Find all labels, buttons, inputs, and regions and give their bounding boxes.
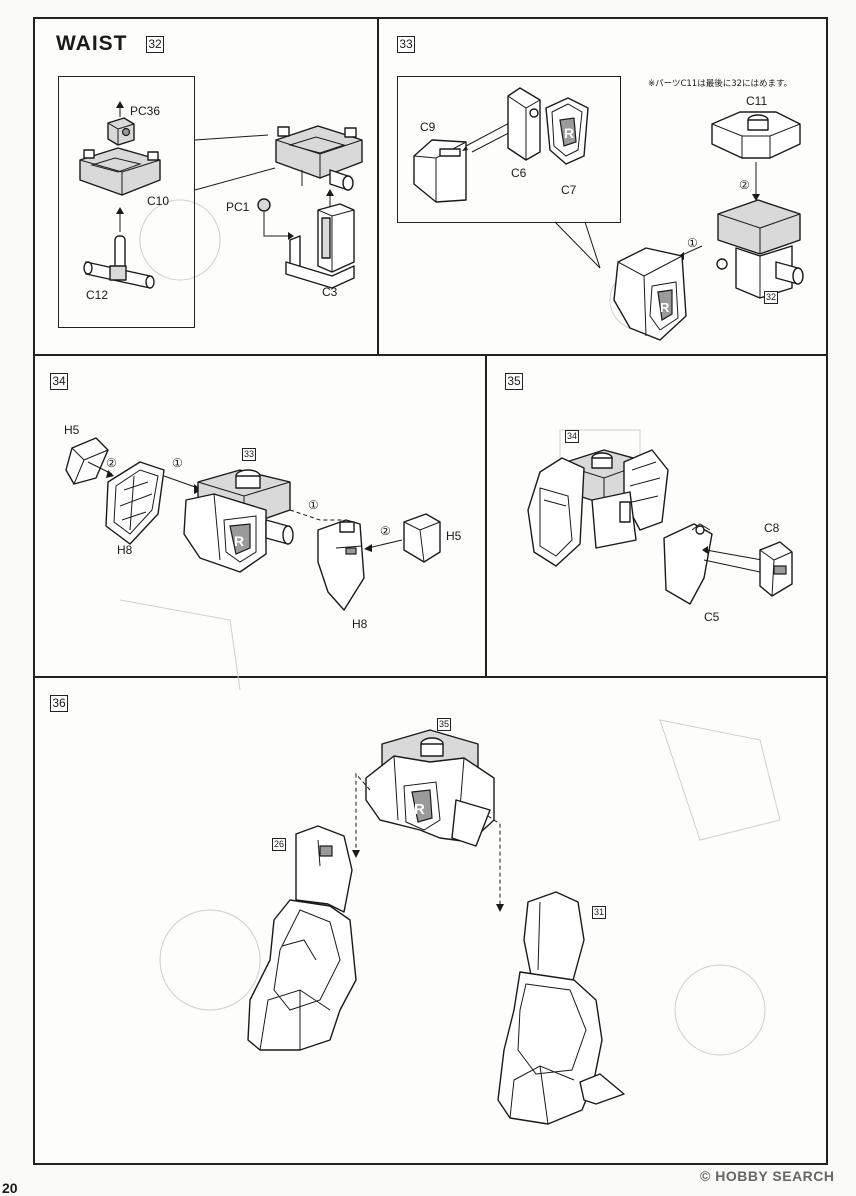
step-number-33: 33 xyxy=(397,36,415,53)
hobby-search-watermark: © HOBBY SEARCH xyxy=(700,1168,835,1184)
svg-text:R: R xyxy=(414,801,425,818)
step32-detail-box xyxy=(58,76,195,328)
page-number: 20 xyxy=(2,1180,18,1196)
label-order-1-step33: ① xyxy=(687,236,698,250)
label-h5-left: H5 xyxy=(64,423,80,437)
label-c5: C5 xyxy=(704,610,720,624)
svg-text:R: R xyxy=(234,533,244,549)
label-c10: C10 xyxy=(147,194,170,208)
label-pc36: PC36 xyxy=(130,104,161,118)
svg-text:R: R xyxy=(564,125,574,141)
svg-text:R: R xyxy=(660,300,670,315)
label-c7: C7 xyxy=(561,183,577,197)
step-number-34: 34 xyxy=(50,373,68,390)
step-number-32: 32 xyxy=(146,36,164,53)
label-pc1: PC1 xyxy=(226,200,250,214)
label-order-1-step34-left: ① xyxy=(172,456,183,470)
step33-ref-32: 32 xyxy=(764,291,779,304)
divider-h2 xyxy=(33,676,828,678)
divider-v1 xyxy=(377,17,379,355)
label-c9: C9 xyxy=(420,120,436,134)
step33-note: ※パーツC11は最後に32にはめます。 xyxy=(648,79,793,89)
step-number-36: 36 xyxy=(50,695,68,712)
label-h8-left: H8 xyxy=(117,543,133,557)
step34-ref-33: 33 xyxy=(242,448,257,461)
step36-ref-31: 31 xyxy=(592,906,607,919)
label-h5-right: H5 xyxy=(446,529,462,543)
label-c12: C12 xyxy=(86,288,109,302)
step36-ref-26: 26 xyxy=(272,838,287,851)
divider-v2 xyxy=(485,354,487,677)
step-number-35: 35 xyxy=(505,373,523,390)
label-order-2-step34-right: ② xyxy=(380,524,391,538)
label-c8: C8 xyxy=(764,521,780,535)
label-c3: C3 xyxy=(322,285,338,299)
label-order-1-step34-right: ① xyxy=(308,498,319,512)
label-c6: C6 xyxy=(511,166,527,180)
label-order-2-step33: ② xyxy=(739,178,750,192)
label-order-2-step34-left: ② xyxy=(106,456,117,470)
step35-ref-34: 34 xyxy=(565,430,580,443)
divider-h1 xyxy=(33,354,828,356)
label-c11: C11 xyxy=(746,94,768,108)
section-title: WAIST xyxy=(56,32,128,55)
label-h8-right: H8 xyxy=(352,617,368,631)
step36-ref-35: 35 xyxy=(437,718,452,731)
